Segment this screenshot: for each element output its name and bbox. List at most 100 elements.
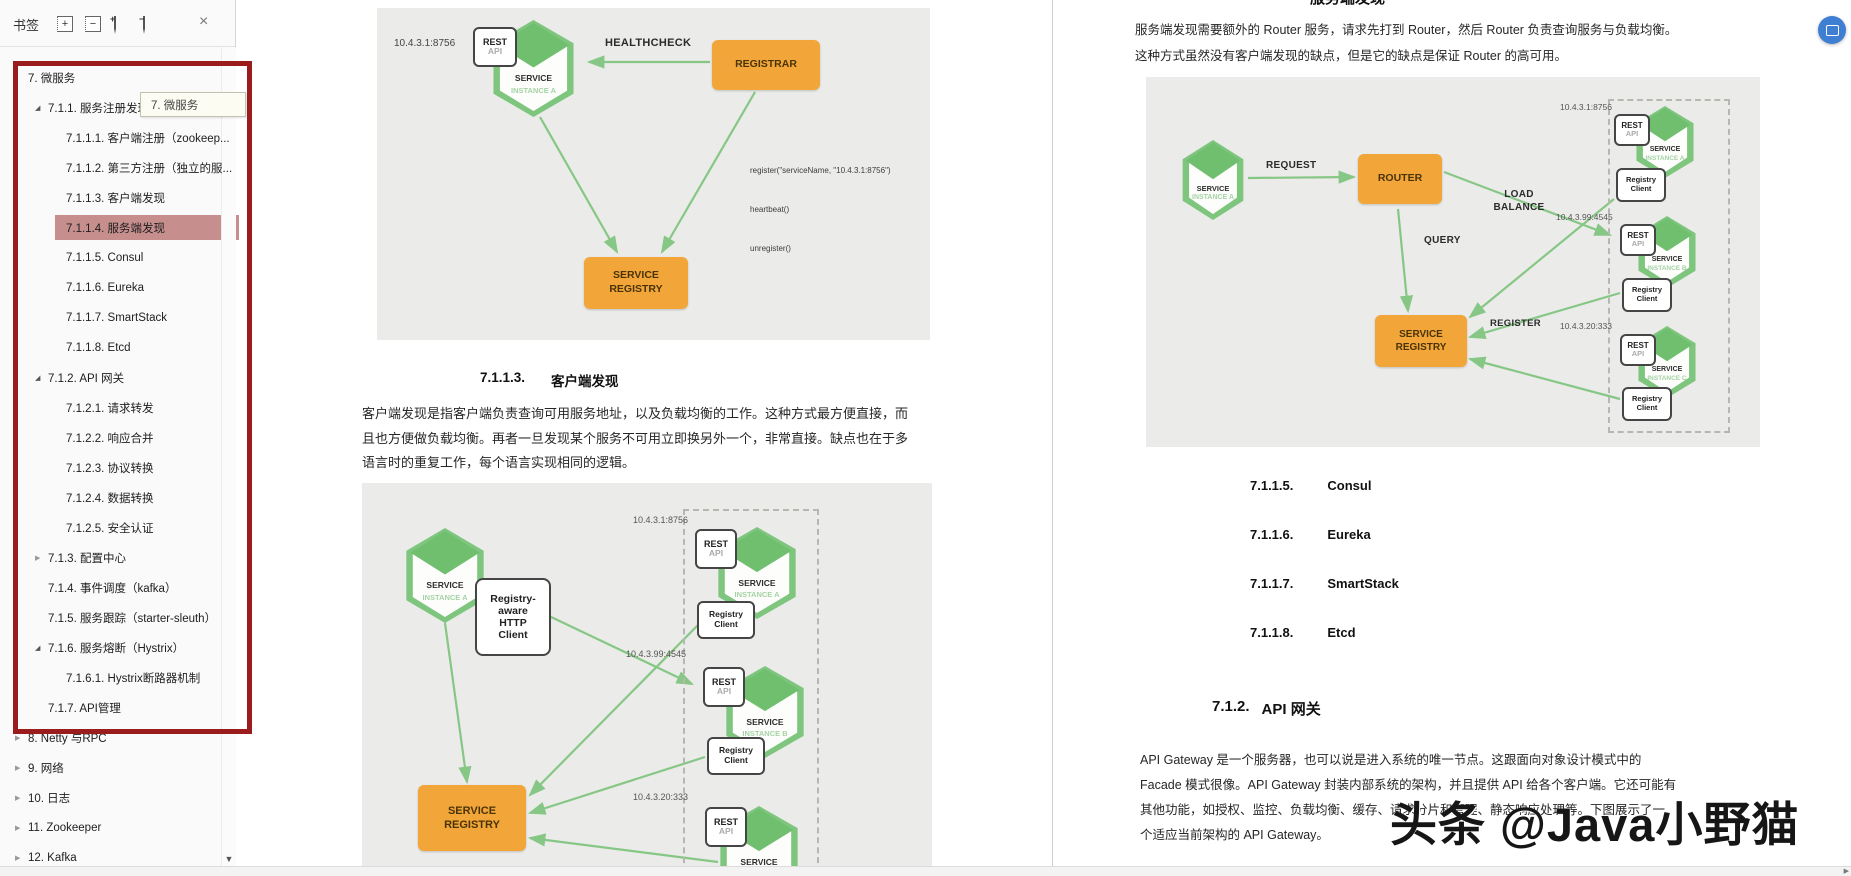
bookmark-item[interactable]: 7.1.1.7. SmartStack bbox=[0, 303, 235, 333]
bookmark-item[interactable]: ▶ 8. Netty 与RPC bbox=[0, 723, 235, 753]
server-discovery-paragraph: 服务端发现需要额外的 Router 服务，请求先打到 Router，然后 Rou… bbox=[1135, 17, 1677, 69]
bookmark-item-label: 7.1.2.2. 响应合并 bbox=[66, 433, 154, 445]
bookmark-item[interactable]: ◢ 7.1.1. 服务注册发现 bbox=[0, 93, 235, 123]
bookmark-item[interactable]: 7.1.2.2. 响应合并 bbox=[0, 423, 235, 453]
bookmark-item[interactable]: ▶10. 日志 bbox=[0, 783, 235, 813]
bookmark-item[interactable]: 7.1.1.8. Etcd bbox=[0, 333, 235, 363]
bookmark-item[interactable]: ◢ 7.1.6. 服务熔断（Hystrix） bbox=[0, 633, 235, 663]
bookmark-item[interactable]: 7.1.4. 事件调度（kafka） bbox=[0, 573, 235, 603]
registrar-box: REGISTRAR bbox=[712, 40, 820, 90]
bookmark-item[interactable]: ▶11. Zookeeper bbox=[0, 813, 235, 843]
request-label: REQUEST bbox=[1266, 160, 1317, 171]
remove-bookmark-icon bbox=[143, 16, 145, 34]
bookmark-item-label: 7.1.1.2. 第三方注册（独立的服... bbox=[66, 163, 233, 175]
paragraph-line: 客户端发现是指客户端负责查询可用服务地址，以及负载均衡的工作。这种方式最方便直接… bbox=[362, 406, 909, 421]
bookmark-item-label: 7.1.6.1. Hystrix断路器机制 bbox=[66, 673, 201, 685]
plus-sign: + bbox=[110, 14, 116, 24]
expand-twisty-icon[interactable]: ▶ bbox=[15, 795, 21, 802]
expand-twisty-icon[interactable]: ▶ bbox=[35, 555, 41, 562]
registry-label-2: REGISTRY bbox=[609, 283, 663, 295]
expand-twisty-icon[interactable]: ▶ bbox=[15, 735, 21, 742]
paragraph-line: 其他功能，如授权、监控、负载均衡、缓存、请求分片和管理、静态响应处理等。下图展示… bbox=[1140, 803, 1666, 817]
bookmark-item[interactable]: 7.1.2.3. 协议转换 bbox=[0, 453, 235, 483]
bookmark-item[interactable]: 7.1.5. 服务跟踪（starter-sleuth） bbox=[0, 603, 235, 633]
bookmark-item[interactable]: ▶ 12. Kafka bbox=[0, 843, 235, 873]
section-heading-api-gateway: 7.1.2.API 网关 bbox=[1212, 698, 1321, 718]
collapse-all-icon: − bbox=[85, 16, 101, 32]
bookmark-item-label: 7.1.2.4. 数据转换 bbox=[66, 493, 154, 505]
diagram-server-discovery: SERVICE INSTANCE A REQUEST ROUTER LOAD B… bbox=[1146, 77, 1760, 447]
registrar-label: REGISTRAR bbox=[735, 58, 797, 71]
bookmark-item-label: 12. Kafka bbox=[28, 852, 77, 864]
remove-bookmark-button[interactable]: − bbox=[139, 14, 160, 34]
collapse-all-button[interactable]: − bbox=[85, 16, 102, 33]
bookmark-item[interactable]: 7.1.2.4. 数据转换 bbox=[0, 483, 235, 513]
minus-sign: − bbox=[139, 14, 145, 24]
bookmarks-tree: 7. 微服务 ◢ 7.1.1. 服务注册发现 7.1.1.1. 客户端注册（zooke… bbox=[0, 63, 239, 873]
expand-all-icon: + bbox=[57, 16, 73, 32]
bookmark-item[interactable]: 7.1.2.5. 安全认证 bbox=[0, 513, 235, 543]
bookmark-item[interactable]: 7.1.6.1. Hystrix断路器机制 bbox=[0, 663, 235, 693]
bookmark-item[interactable]: 7.1.1.1. 客户端注册（zookeep... bbox=[0, 123, 235, 153]
rest-api-box: REST API bbox=[695, 529, 737, 569]
registry-client-box: Registry Client bbox=[697, 601, 755, 639]
bookmark-item[interactable]: 7.1.1.6. Eureka bbox=[0, 273, 235, 303]
bookmark-item[interactable]: ▶7.1.3. 配置中心 bbox=[0, 543, 235, 573]
diagram-client-discovery: SERVICE INSTANCE A Registry- aware HTTP … bbox=[362, 483, 932, 876]
expand-twisty-icon[interactable]: ▶ bbox=[15, 765, 21, 772]
query-label: QUERY bbox=[1424, 235, 1461, 246]
bookmark-item[interactable]: 7.1.2.1. 请求转发 bbox=[0, 393, 235, 423]
close-panel-button[interactable]: × bbox=[199, 13, 209, 30]
bookmark-item[interactable]: 7.1.1.4. 服务端发现 bbox=[0, 213, 239, 243]
subhead-smartstack: 7.1.1.7.SmartStack bbox=[1250, 576, 1399, 591]
service-registry-box: SERVICE REGISTRY bbox=[418, 785, 526, 851]
collapse-twisty-icon[interactable]: ◢ bbox=[35, 105, 41, 112]
scroll-down-arrow-icon[interactable]: ▼ bbox=[224, 854, 234, 864]
service-label: SERVICE bbox=[514, 73, 553, 84]
window-icon bbox=[1826, 25, 1839, 36]
add-bookmark-button[interactable]: + bbox=[110, 14, 131, 34]
bookmark-item[interactable]: 7.1.1.3. 客户端发现 bbox=[0, 183, 235, 213]
ip-label: 10.4.3.1:8756 bbox=[394, 38, 456, 49]
bookmark-item[interactable]: ◢7.1.2. API 网关 bbox=[0, 363, 235, 393]
subhead-eureka: 7.1.1.6.Eureka bbox=[1250, 527, 1371, 542]
bookmark-item-label: 7.1.2.1. 请求转发 bbox=[66, 403, 154, 415]
bookmark-item[interactable]: 7. 微服务 bbox=[0, 63, 235, 93]
expand-twisty-icon[interactable]: ▶ bbox=[15, 825, 21, 832]
heading-number: 7.1.1.4. bbox=[1238, 0, 1288, 8]
diagram-arrows bbox=[1247, 170, 1621, 401]
bookmark-item-label: 7.1.6. 服务熔断（Hystrix） bbox=[48, 643, 185, 655]
bookmark-item[interactable]: ▶9. 网络 bbox=[0, 753, 235, 783]
load-balance-label: LOAD BALANCE bbox=[1493, 189, 1545, 213]
service-registry-box: SERVICE REGISTRY bbox=[584, 257, 688, 309]
page-separator bbox=[1052, 0, 1053, 866]
expand-twisty-icon[interactable]: ▶ bbox=[15, 855, 21, 862]
bookmark-item-label: 7.1.1.5. Consul bbox=[66, 252, 144, 264]
sidebar-scrollbar[interactable]: ▼ bbox=[221, 47, 236, 866]
registry-client-box: Registry Client bbox=[1616, 168, 1666, 202]
api-gateway-paragraph: API Gateway 是一个服务器，也可以说是进入系统的唯一节点。这跟面向对象… bbox=[1140, 748, 1676, 848]
service-instance-a-hexagon: SERVICE INSTANCE A bbox=[1180, 140, 1246, 220]
bookmark-item[interactable]: 7.1.1.5. Consul bbox=[0, 243, 235, 273]
floating-tool-button[interactable] bbox=[1818, 16, 1846, 44]
bookmark-item-label: 7.1.1. 服务注册发现 bbox=[48, 103, 149, 115]
paragraph-line: 个适应当前架构的 API Gateway。 bbox=[1140, 828, 1329, 842]
bookmark-item-label: 7. 微服务 bbox=[28, 73, 76, 85]
horizontal-scrollbar[interactable]: ▶ bbox=[0, 866, 1851, 876]
service-instance-a-hexagon: SERVICE INSTANCE A bbox=[403, 528, 487, 623]
bookmark-item[interactable]: 7.1.7. API管理 bbox=[0, 693, 235, 723]
bookmark-item-label: 8. Netty 与RPC bbox=[28, 733, 107, 745]
scroll-right-arrow-icon[interactable]: ▶ bbox=[1843, 868, 1849, 875]
paragraph-line: 且也方便做负载均衡。再者一旦发现某个服务不可用立即换另外一个，非常直接。缺点也在… bbox=[362, 430, 909, 446]
rest-api-box: REST API bbox=[1620, 224, 1656, 256]
bookmark-item-label: 7.1.2.5. 安全认证 bbox=[66, 523, 154, 535]
registry-client-box: Registry Client bbox=[1622, 387, 1672, 421]
collapse-twisty-icon[interactable]: ◢ bbox=[35, 645, 41, 652]
healthcheck-label: HEALTHCHECK bbox=[605, 37, 692, 49]
bookmark-item[interactable]: 7.1.1.2. 第三方注册（独立的服... bbox=[0, 153, 235, 183]
paragraph-line: 这种方式虽然没有客户端发现的缺点，但是它的缺点是保证 Router 的高可用。 bbox=[1135, 49, 1567, 63]
collapse-twisty-icon[interactable]: ◢ bbox=[35, 375, 41, 382]
expand-all-button[interactable]: + bbox=[57, 16, 74, 33]
section-heading-server-discovery-cut: 7.1.1.4. 服务端发现 bbox=[1238, 0, 1385, 8]
